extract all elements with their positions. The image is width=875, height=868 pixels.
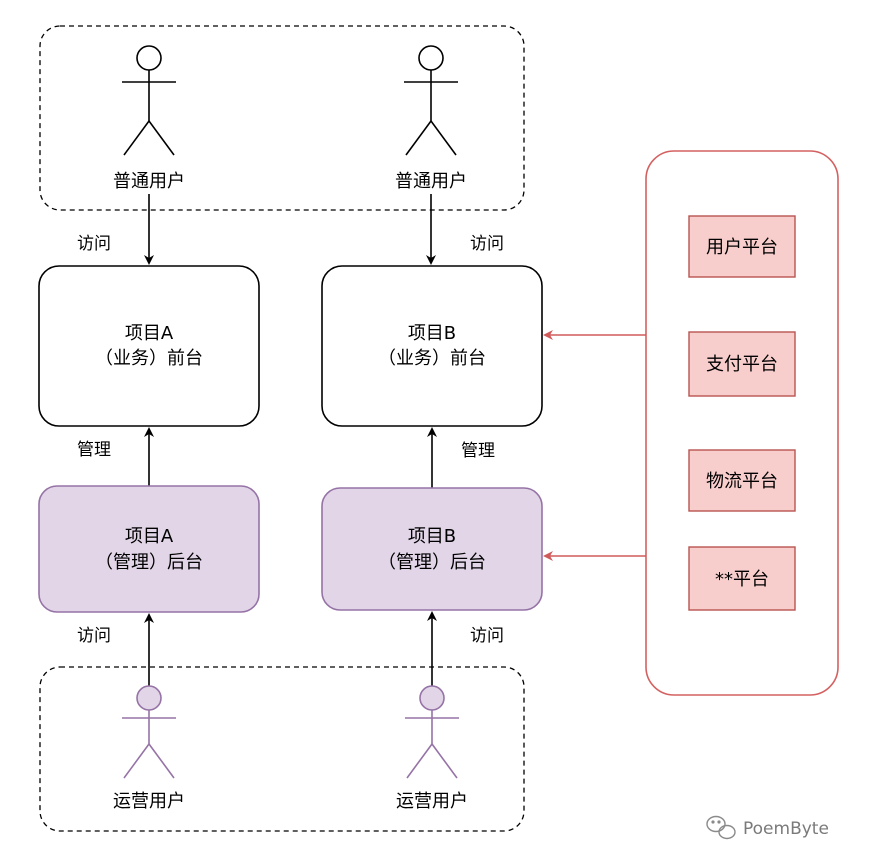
- project-a-frontend-box: [38, 265, 260, 427]
- project-a-backend-box: [38, 485, 260, 613]
- wechat-icon: [706, 815, 736, 840]
- platform-payment-box: [688, 331, 796, 397]
- manage-label-a: 管理: [77, 440, 111, 460]
- normal-user-a-label: 普通用户: [113, 171, 185, 192]
- normal-users-group: [39, 25, 525, 211]
- project-b-frontend-box: [321, 265, 543, 427]
- project-a-backend-subtitle: （管理）后台: [95, 552, 203, 573]
- platform-payment-label: 支付平台: [706, 354, 778, 375]
- ops-user-b-label: 运营用户: [396, 791, 468, 812]
- platform-user-box: [688, 215, 796, 278]
- ops-user-a-label: 运营用户: [113, 791, 185, 812]
- project-a-backend-title: 项目A: [125, 526, 174, 547]
- visit-label-a-back: 访问: [77, 626, 111, 646]
- project-a-frontend-title: 项目A: [125, 323, 174, 344]
- normal-user-a-icon: [122, 45, 176, 156]
- project-b-backend-subtitle: （管理）后台: [378, 552, 486, 573]
- ops-user-a-icon: [122, 685, 176, 779]
- manage-label-b: 管理: [461, 441, 495, 461]
- watermark-text: PoemByte: [743, 819, 829, 839]
- visit-label-a-front: 访问: [77, 234, 111, 254]
- visit-label-b-back: 访问: [470, 626, 504, 646]
- platform-user-label: 用户平台: [706, 237, 778, 258]
- normal-user-b-label: 普通用户: [395, 171, 467, 192]
- platform-other-box: [688, 546, 796, 611]
- project-b-frontend-title: 项目B: [408, 323, 456, 344]
- project-a-frontend-subtitle: （业务）前台: [95, 348, 203, 369]
- ops-user-b-icon: [405, 685, 459, 779]
- project-b-frontend-subtitle: （业务）前台: [378, 348, 486, 369]
- normal-user-b-icon: [404, 45, 458, 156]
- project-b-backend-box: [321, 487, 543, 611]
- platform-logistics-box: [688, 449, 796, 512]
- platform-logistics-label: 物流平台: [706, 471, 778, 492]
- platform-other-label: **平台: [715, 569, 769, 590]
- visit-label-b-front: 访问: [470, 234, 504, 254]
- project-b-backend-title: 项目B: [408, 526, 456, 547]
